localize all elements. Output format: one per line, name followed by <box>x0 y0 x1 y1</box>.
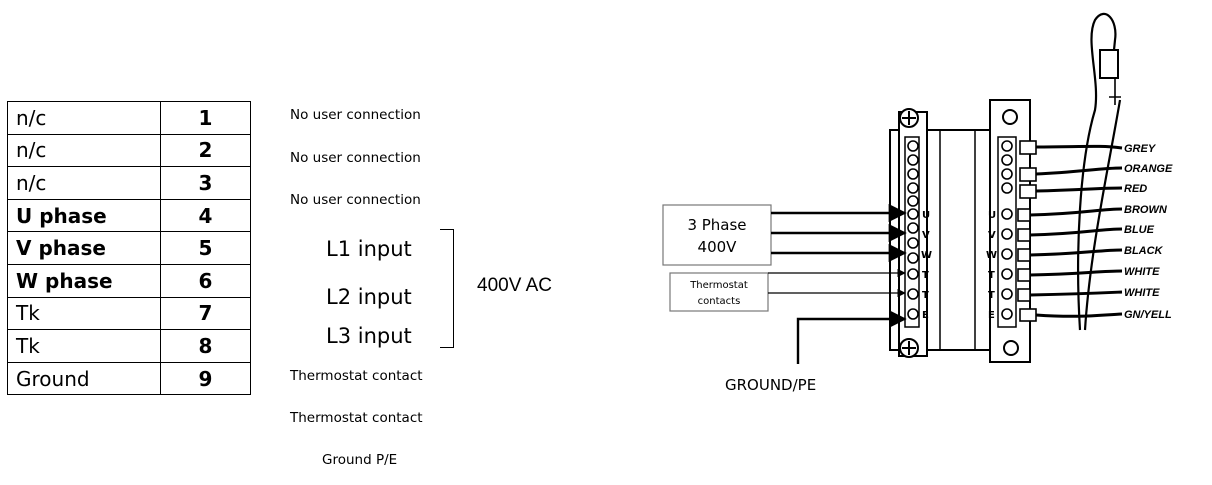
pin-number: 8 <box>160 329 251 363</box>
pin-number: 3 <box>160 166 251 200</box>
pin-number: 6 <box>160 263 251 298</box>
pin-name: Tk <box>7 329 161 363</box>
wire-color-label: WHITE <box>1124 266 1160 278</box>
table-row: Tk 7 <box>7 296 251 331</box>
pin-number: 7 <box>160 296 251 331</box>
sensor-icon <box>1099 49 1119 79</box>
wire-color-label: BLUE <box>1124 224 1155 236</box>
phase-box-line2: 400V <box>698 238 738 256</box>
phase-supply-box <box>662 204 772 266</box>
pin-description: L1 input <box>326 237 412 261</box>
wire-color-label: BLACK <box>1124 245 1164 257</box>
pin-description: Ground P/E <box>322 452 398 468</box>
table-row: n/c 3 <box>7 166 251 200</box>
screw-hole-icon <box>1002 109 1018 125</box>
terminal-letter: V <box>922 230 930 241</box>
terminal-letter: W <box>921 250 932 261</box>
pin-name: Ground <box>7 361 161 396</box>
table-row: W phase 6 <box>7 263 251 298</box>
terminal-letter: E <box>922 310 929 321</box>
table-row: Tk 8 <box>7 329 251 363</box>
pin-description: No user connection <box>290 107 421 123</box>
pin-description: No user connection <box>290 192 421 208</box>
pin-description: No user connection <box>290 150 421 166</box>
pin-description: Thermostat contact <box>290 410 423 426</box>
wire-color-label: GREY <box>1124 143 1157 155</box>
thermostat-box-line2: contacts <box>698 296 741 307</box>
terminal-letter: T <box>922 270 929 281</box>
table-row: n/c 2 <box>7 133 251 168</box>
pin-description: L2 input <box>326 285 412 309</box>
pin-table: n/c 1 n/c 2 n/c 3 U phase 4 V phase 5 W … <box>7 101 251 396</box>
wire-color-label: GN/YELL <box>1124 309 1172 321</box>
terminal-letter: W <box>986 250 997 261</box>
pin-name: n/c <box>7 101 161 135</box>
screw-hole-icon <box>1003 340 1019 356</box>
wire-color-label: ORANGE <box>1124 163 1173 175</box>
pin-number: 9 <box>160 361 251 396</box>
pin-number: 2 <box>160 133 251 168</box>
pin-name: W phase <box>7 263 161 298</box>
table-row: Ground 9 <box>7 361 251 396</box>
pin-name: Tk <box>7 296 161 331</box>
terminal-letter: V <box>988 230 996 241</box>
terminal-block <box>889 99 1037 363</box>
table-row: V phase 5 <box>7 231 251 265</box>
thermostat-box <box>669 272 769 312</box>
pin-name: V phase <box>7 231 161 265</box>
supply-voltage-label: 400V AC <box>477 275 552 296</box>
pin-name: U phase <box>7 198 161 233</box>
terminal-letter: U <box>988 210 996 221</box>
terminal-letter: T <box>922 290 929 301</box>
pin-description: L3 input <box>326 324 412 348</box>
wire-color-label: RED <box>1124 183 1147 195</box>
wire-color-label: WHITE <box>1124 287 1160 299</box>
pin-number: 5 <box>160 231 251 265</box>
ground-label: GROUND/PE <box>725 376 816 394</box>
wire-color-label: BROWN <box>1124 204 1168 216</box>
phase-box-line1: 3 Phase <box>687 216 746 234</box>
table-row: n/c 1 <box>7 101 251 135</box>
thermostat-box-line1: Thermostat <box>689 280 748 291</box>
table-row: U phase 4 <box>7 198 251 233</box>
terminal-letter: E <box>988 310 995 321</box>
terminal-letter: T <box>988 290 995 301</box>
ground-arrow <box>796 310 907 364</box>
phase-bracket <box>440 229 454 348</box>
pin-number: 1 <box>160 101 251 135</box>
terminal-letter: T <box>988 270 995 281</box>
terminal-letter: U <box>922 210 930 221</box>
pin-number: 4 <box>160 198 251 233</box>
pin-description: Thermostat contact <box>290 368 423 384</box>
